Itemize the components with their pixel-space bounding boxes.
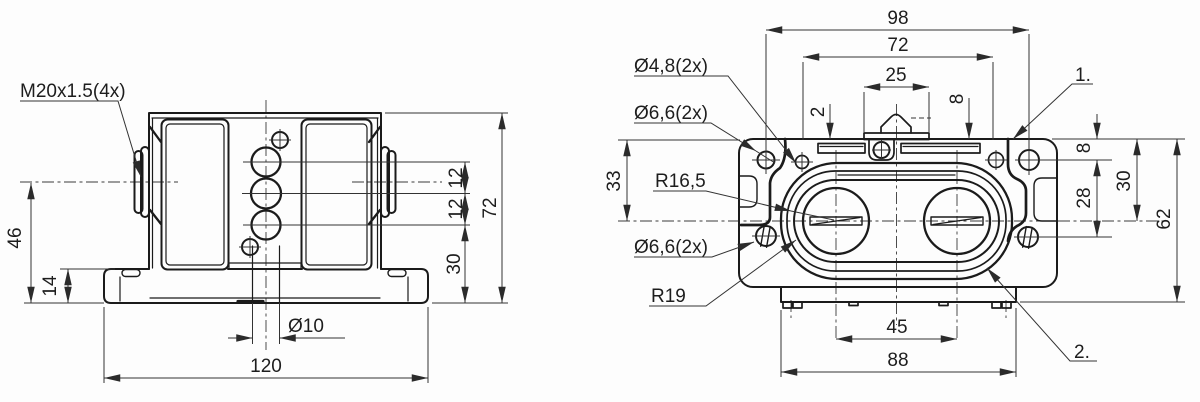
dim-8-right: 8: [1074, 143, 1095, 154]
callout-dia66-bottom: Ø6,6(2x): [634, 237, 708, 258]
centerlines-vertical-top-view: [835, 104, 958, 340]
housing-outline: [148, 112, 382, 270]
dim-120: 120: [250, 356, 282, 377]
callout-dia48: Ø4,8(2x): [634, 56, 708, 77]
hole-crosshairs: [752, 145, 1058, 238]
left-bore-slot: [809, 216, 863, 226]
dim-30-right: 30: [1114, 170, 1135, 191]
dim-8-top: 8: [947, 94, 968, 105]
callout-dia66-top-leader: [634, 122, 757, 152]
extension-lines-misc: [618, 139, 1017, 377]
callout-m20: M20x1.5(4x): [20, 81, 126, 102]
callout-dia66-top-leader-tail: [755, 150, 776, 164]
small-hole-crosshairs: [239, 129, 291, 258]
top-tab: [880, 113, 912, 134]
extension-lines-top: [765, 34, 1030, 148]
callout-dia66-bottom-leader: [634, 241, 755, 258]
left-gland-boss: [140, 146, 150, 218]
ref-1: 1.: [1075, 65, 1091, 86]
callout-m20-leader: [20, 100, 142, 178]
callout-r165-leader: [653, 190, 792, 212]
top-view: 98 72 25 2 8 Ø4,8(2x) Ø6,6(2x) 33 R16,5 …: [604, 8, 1185, 377]
right-bore-slot-line: [932, 216, 982, 226]
dim-88: 88: [887, 350, 908, 371]
lower-body: [780, 286, 1017, 303]
dim-2: 2: [808, 107, 829, 118]
callout-r165: R16,5: [655, 171, 706, 192]
left-pocket: [738, 175, 758, 208]
left-panel-inner: [165, 123, 225, 266]
dim-25: 25: [885, 65, 906, 86]
extension-lines-right-side: [1020, 138, 1185, 303]
right-bore: [922, 186, 992, 256]
right-pocket: [1033, 177, 1058, 222]
left-bore-slot-line: [811, 216, 861, 226]
flange-slot-left: [121, 268, 141, 278]
dim-dia10: Ø10: [288, 316, 324, 337]
callout-r19: R19: [651, 286, 686, 307]
dim-30: 30: [444, 253, 465, 274]
base-flange: [103, 268, 429, 304]
ref-2-leader: [986, 267, 1097, 362]
right-clamp-profile: [1006, 137, 1028, 243]
right-gland-cap: [386, 150, 397, 214]
dim-12a: 12: [446, 167, 467, 188]
left-bore: [801, 186, 871, 256]
right-panel: [300, 118, 373, 271]
corner-chamfer-marks: [148, 125, 382, 226]
right-bore-slot: [930, 216, 984, 226]
front-view: M20x1.5(4x) 46 14 Ø10 120 12 12 30 72: [5, 81, 508, 383]
right-panel-inner: [305, 123, 368, 266]
dim-72: 72: [480, 197, 501, 218]
flange-slot-right: [387, 268, 407, 278]
dim-98: 98: [887, 8, 908, 29]
dim-62: 62: [1154, 208, 1175, 229]
seal-ring-outer: [779, 161, 1014, 281]
right-rail: [900, 142, 981, 154]
dim-33: 33: [604, 170, 625, 191]
ref-1-leader: [1012, 83, 1093, 140]
right-gland-boss: [380, 146, 390, 218]
callout-dia48-leader: [634, 75, 797, 164]
left-gland-cap: [133, 150, 144, 214]
seal-ring-inner: [793, 179, 1000, 263]
callout-r165-leader-tail: [790, 210, 835, 221]
callout-r19-leader: [649, 239, 797, 307]
center-screw-crosshair: [872, 140, 891, 160]
left-panel: [160, 118, 230, 271]
dim-45: 45: [886, 317, 907, 338]
dim-14: 14: [40, 275, 61, 297]
dim-46: 46: [5, 227, 26, 248]
feet: [782, 301, 1012, 309]
callout-dia66-top: Ø6,6(2x): [634, 103, 708, 124]
dim-12b: 12: [446, 198, 467, 219]
extension-lines-left: [24, 268, 429, 383]
mounting-slot-edges: [251, 245, 281, 304]
seal-ring-middle: [786, 170, 1007, 272]
dim-28: 28: [1074, 187, 1095, 208]
ref-2: 2.: [1074, 342, 1090, 363]
extension-lines-right: [242, 112, 508, 304]
dim-72-top: 72: [887, 35, 908, 56]
flange-detail-lines: [119, 276, 409, 302]
left-rail: [817, 142, 866, 154]
top-tab-plate: [863, 132, 930, 141]
